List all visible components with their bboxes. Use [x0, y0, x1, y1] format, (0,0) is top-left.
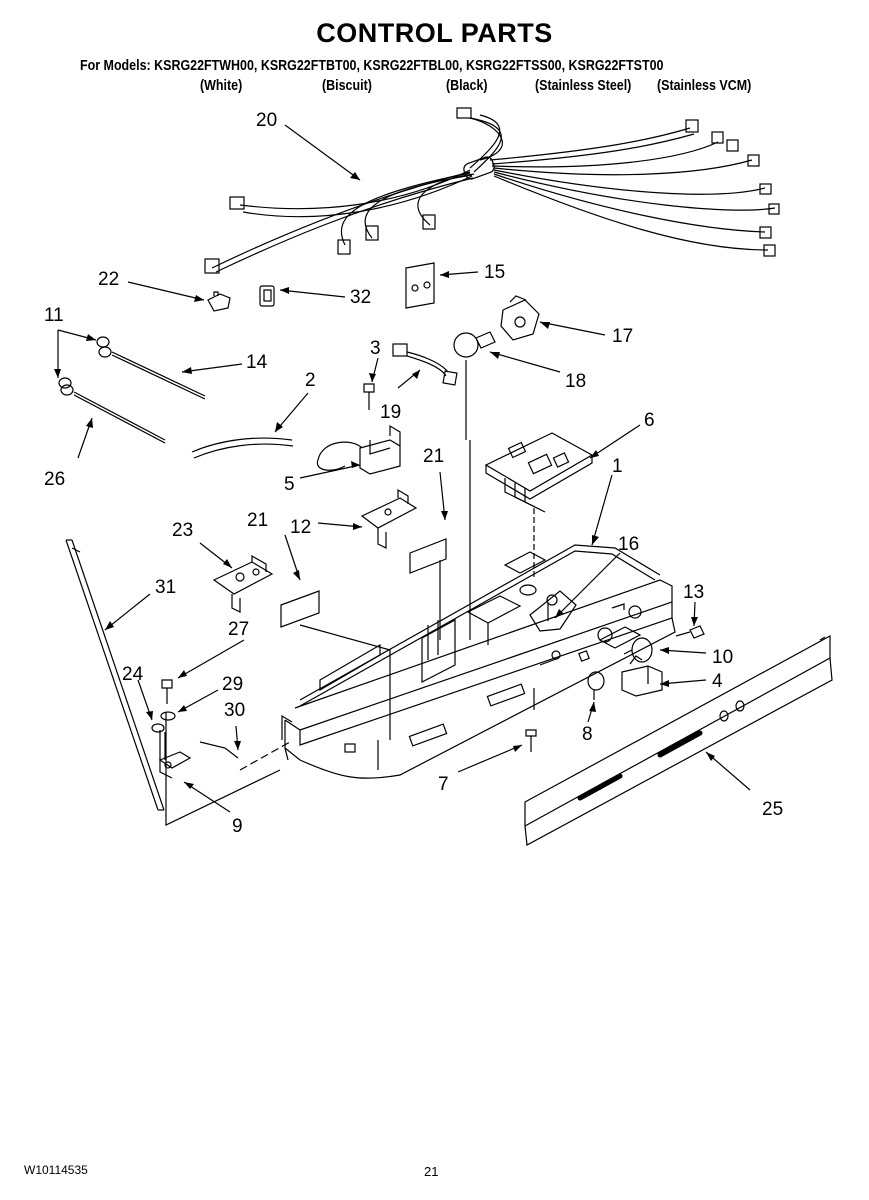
variant-black: (Black)	[446, 78, 488, 94]
variant-white: (White)	[200, 78, 243, 94]
variant-stainless-vcm: (Stainless VCM)	[657, 78, 752, 94]
washer-part-29	[160, 711, 176, 721]
callout-3: 3	[370, 338, 381, 359]
callout-5: 5	[284, 474, 295, 495]
control-housing-1	[281, 544, 676, 779]
switch-part-4	[621, 655, 663, 697]
variant-biscuit: (Biscuit)	[322, 78, 372, 94]
bracket-part-12	[360, 488, 418, 549]
screw-part-13	[675, 625, 705, 639]
wire-part-30	[199, 741, 239, 759]
washer-part-24	[151, 723, 165, 733]
callout-21-right: 21	[423, 446, 444, 467]
callout-22: 22	[98, 269, 119, 290]
callout-16: 16	[618, 534, 639, 555]
callout-18: 18	[565, 371, 586, 392]
callout-31: 31	[155, 577, 176, 598]
callout-24: 24	[122, 664, 144, 685]
callout-7: 7	[438, 774, 449, 795]
callout-8: 8	[582, 724, 593, 745]
callout-30: 30	[224, 700, 245, 721]
cover-part-15	[405, 262, 435, 309]
light-bulb-18	[453, 331, 496, 358]
harness-part-19	[392, 343, 458, 386]
leader-lines	[57, 124, 751, 813]
callout-32: 32	[350, 287, 371, 308]
callout-20: 20	[256, 110, 277, 131]
front-trim-25	[524, 634, 833, 846]
callout-26: 26	[44, 469, 65, 490]
callout-14: 14	[246, 352, 268, 373]
arrow-heads	[54, 172, 715, 789]
callout-29: 29	[222, 674, 243, 695]
callout-19: 19	[380, 402, 401, 423]
page-number: 21	[424, 1164, 439, 1179]
callout-15: 15	[484, 262, 505, 283]
callout-labels: 20 22 32 15 11 14 3 17 18 19 2 6 26 21 1…	[44, 110, 783, 837]
button-part-10	[623, 637, 653, 663]
models-line: For Models: KSRG22FTWH00, KSRG22FTBT00, …	[80, 58, 664, 74]
bracket-part-23	[212, 554, 274, 613]
callout-13: 13	[683, 582, 704, 603]
callout-4: 4	[712, 671, 723, 692]
drain-hose-2	[191, 437, 294, 459]
light-socket-17	[500, 295, 540, 341]
damper-motor-5	[316, 424, 401, 475]
callout-10: 10	[712, 647, 733, 668]
callout-1: 1	[612, 456, 623, 477]
callout-21-left: 21	[247, 510, 268, 531]
document-number: W10114535	[24, 1163, 88, 1177]
trim-strip-31	[65, 539, 165, 811]
callout-11: 11	[44, 305, 64, 326]
screw-part-27	[161, 679, 173, 704]
callout-6: 6	[644, 410, 655, 431]
knob-part-8	[587, 671, 605, 700]
variant-stainless-steel: (Stainless Steel)	[535, 78, 632, 94]
wire-harness	[204, 107, 780, 274]
clip-part-22	[207, 291, 231, 312]
callout-17: 17	[612, 326, 633, 347]
callout-2: 2	[305, 370, 316, 391]
screw-part-7	[525, 729, 537, 752]
screw-part-3	[363, 383, 375, 410]
callout-23: 23	[172, 520, 193, 541]
clip-part-32	[259, 285, 275, 307]
label-part-21-right	[409, 538, 447, 574]
capillary-tubes	[58, 336, 206, 444]
guide-lines	[165, 360, 535, 826]
hinge-bracket-9	[158, 730, 192, 779]
page-title: CONTROL PARTS	[316, 18, 553, 48]
callout-25: 25	[762, 799, 783, 820]
callout-12: 12	[290, 517, 311, 538]
callout-9: 9	[232, 816, 243, 837]
callout-27: 27	[228, 619, 249, 640]
label-part-21-left	[280, 590, 320, 628]
control-board-6	[484, 432, 594, 513]
